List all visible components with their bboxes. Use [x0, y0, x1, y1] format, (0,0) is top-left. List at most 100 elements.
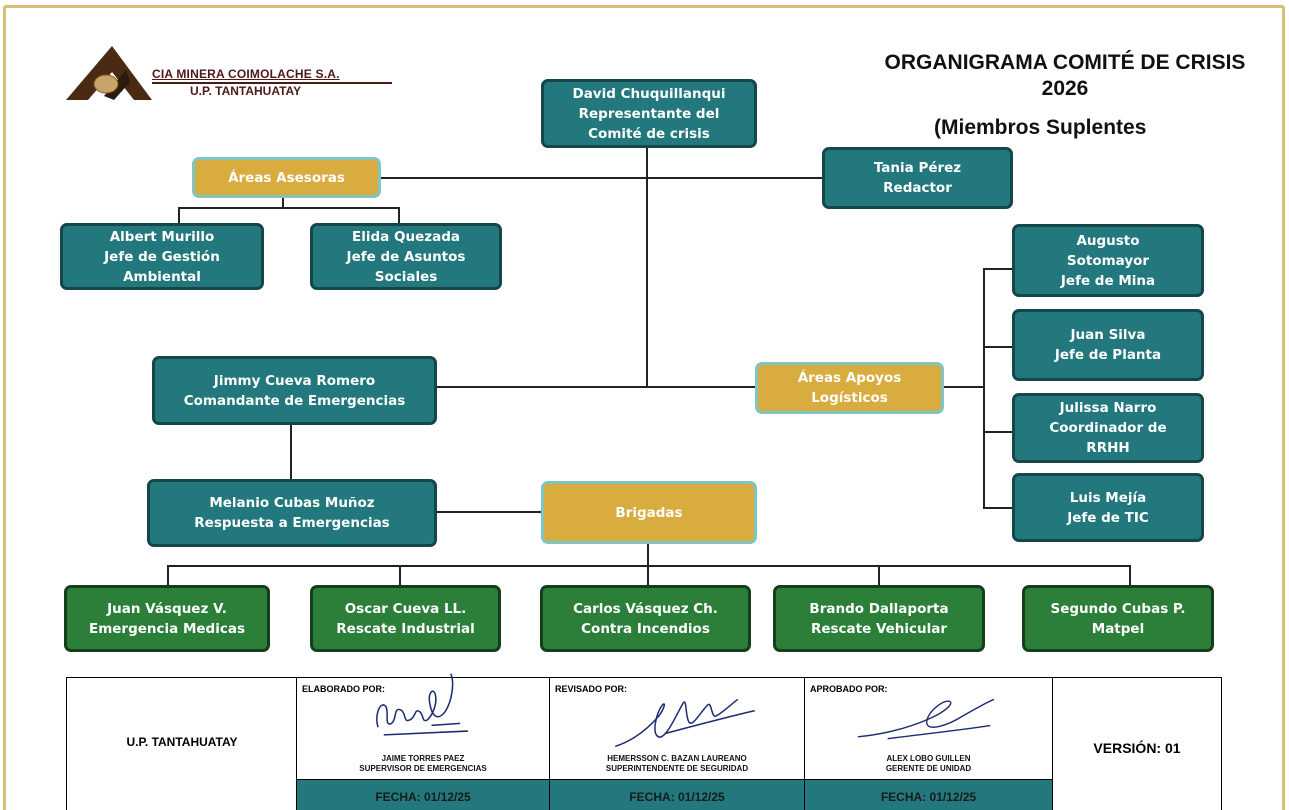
node-role: Rescate Industrial	[336, 620, 475, 637]
node-label: Áreas Apoyos Logísticos	[797, 370, 902, 406]
approved-name: ALEX LOBO GUILLEN	[886, 754, 971, 763]
node-response: Melanio Cubas Muñoz Respuesta a Emergenc…	[147, 479, 437, 547]
node-representative: David Chuquillanqui Representante del Co…	[541, 79, 757, 148]
node-logistics: Julissa Narro Coordinador de RRHH	[1012, 393, 1204, 463]
document-title: ORGANIGRAMA COMITÉ DE CRISIS 2026	[884, 51, 1246, 100]
node-name: Julissa Narro	[1059, 400, 1157, 416]
connector	[983, 346, 1015, 348]
company-logo	[66, 46, 152, 100]
connector	[647, 565, 649, 587]
node-logistics-areas: Áreas Apoyos Logísticos	[755, 362, 944, 414]
node-role: Matpel	[1091, 620, 1145, 637]
connector	[436, 511, 544, 513]
node-name: Tania Pérez	[873, 160, 962, 176]
node-role: Jefe de Planta	[1054, 347, 1162, 363]
company-name: CIA MINERA COIMOLACHE S.A.	[152, 67, 340, 81]
node-role: Contra Incendios	[581, 620, 710, 637]
unit-cell: U.P. TANTAHUATAY	[67, 678, 297, 810]
connector	[983, 268, 1015, 270]
connector	[290, 425, 292, 480]
connector	[282, 196, 284, 208]
elaborated-name: JAIME TORRES PAEZ	[381, 754, 465, 763]
node-brigade: Juan Vásquez V. Emergencia Medicas	[64, 585, 270, 652]
node-advisory-areas: Áreas Asesoras	[192, 157, 381, 198]
node-logistics: Luis Mejía Jefe de TIC	[1012, 473, 1204, 542]
node-role: Emergencia Medicas	[88, 620, 245, 637]
elaborated-label: ELABORADO POR:	[302, 684, 385, 694]
node-brigade: Oscar Cueva LL. Rescate Industrial	[310, 585, 501, 652]
connector	[399, 565, 401, 587]
connector	[878, 565, 880, 587]
connector	[646, 146, 648, 388]
node-name: Carlos Vásquez Ch.	[573, 600, 718, 617]
reviewed-cell: REVISADO POR: HEMERSSON C. BAZAN LAUREAN…	[550, 678, 805, 810]
signature-elaborated	[376, 673, 468, 736]
node-editor: Tania Pérez Redactor	[822, 147, 1013, 209]
node-role: Coordinador de RRHH	[1049, 420, 1167, 456]
approved-date: FECHA: 01/12/25	[805, 779, 1052, 810]
connector	[178, 207, 400, 209]
signature-approved	[857, 698, 995, 740]
approved-title: GERENTE DE UNIDAD	[885, 764, 972, 773]
connector	[983, 268, 985, 508]
elaborated-cell: ELABORADO POR: JAIME TORRES PAEZ SUPERVI…	[297, 673, 550, 810]
elaborated-title: SUPERVISOR DE EMERGENCIAS	[359, 764, 487, 773]
node-role: Respuesta a Emergencias	[194, 515, 390, 531]
connector	[178, 207, 180, 225]
connector	[380, 177, 824, 179]
unit-label: U.P. TANTAHUATAY	[126, 735, 238, 749]
logo-divider	[152, 82, 392, 84]
connector	[647, 542, 649, 566]
approval-table: U.P. TANTAHUATAY ELABORADO POR: JAIME TO…	[66, 673, 1222, 810]
node-label: Brigadas	[615, 504, 683, 521]
elaborated-date: FECHA: 01/12/25	[297, 779, 549, 810]
node-name: Segundo Cubas P.	[1050, 600, 1186, 617]
reviewed-name: HEMERSSON C. BAZAN LAUREANO	[607, 754, 747, 763]
node-brigade: Brando Dallaporta Rescate Vehicular	[773, 585, 985, 652]
node-role: Representante del Comité de crisis	[578, 105, 720, 142]
node-logistics: Augusto Sotomayor Jefe de Mina	[1012, 224, 1204, 297]
connector	[943, 386, 985, 388]
connector	[983, 431, 1015, 433]
node-role: Jefe de Gestión Ambiental	[104, 248, 220, 285]
node-commander: Jimmy Cueva Romero Comandante de Emergen…	[152, 356, 437, 425]
node-role: Jefe de Asuntos Sociales	[346, 248, 466, 285]
node-name: Juan Vásquez V.	[107, 600, 227, 617]
node-name: David Chuquillanqui	[572, 85, 726, 102]
connector	[167, 565, 1131, 567]
connector	[1129, 565, 1131, 587]
node-brigade: Segundo Cubas P. Matpel	[1022, 585, 1214, 652]
node-advisor: Elida Quezada Jefe de Asuntos Sociales	[310, 223, 502, 290]
company-unit: U.P. TANTAHUATAY	[190, 84, 302, 98]
version-cell: VERSIÓN: 01	[1053, 678, 1221, 810]
node-logistics: Juan Silva Jefe de Planta	[1012, 309, 1204, 381]
node-role: Comandante de Emergencias	[183, 392, 406, 409]
reviewed-label: REVISADO POR:	[555, 684, 628, 694]
node-brigades: Brigadas	[541, 481, 757, 544]
node-name: Oscar Cueva LL.	[344, 600, 467, 617]
node-name: Augusto Sotomayor	[1066, 232, 1150, 269]
node-role: Redactor	[883, 180, 952, 196]
node-name: Brando Dallaporta	[809, 600, 949, 617]
connector	[398, 207, 400, 225]
node-role: Jefe de TIC	[1067, 509, 1149, 526]
node-name: Jimmy Cueva Romero	[213, 372, 376, 389]
reviewed-date: FECHA: 01/12/25	[550, 779, 804, 810]
node-brigade: Carlos Vásquez Ch. Contra Incendios	[540, 585, 751, 652]
node-name: Luis Mejía	[1069, 489, 1147, 506]
node-role: Rescate Vehicular	[810, 620, 948, 637]
node-name: Juan Silva	[1070, 327, 1146, 343]
node-name: Elida Quezada	[352, 228, 460, 245]
node-label: Áreas Asesoras	[228, 169, 345, 186]
document-subtitle: (Miembros Suplentes	[934, 116, 1147, 139]
node-advisor: Albert Murillo Jefe de Gestión Ambiental	[60, 223, 264, 290]
connector	[983, 507, 1015, 509]
version-label: VERSIÓN: 01	[1093, 740, 1181, 756]
signature-reviewed	[614, 698, 755, 748]
approved-label: APROBADO POR:	[810, 684, 888, 694]
approved-cell: APROBADO POR: ALEX LOBO GUILLEN GERENTE …	[805, 678, 1053, 810]
node-role: Jefe de Mina	[1060, 272, 1156, 289]
node-name: Melanio Cubas Muñoz	[209, 495, 375, 511]
reviewed-title: SUPERINTENDENTE DE SEGURIDAD	[605, 764, 749, 773]
connector	[436, 386, 758, 388]
